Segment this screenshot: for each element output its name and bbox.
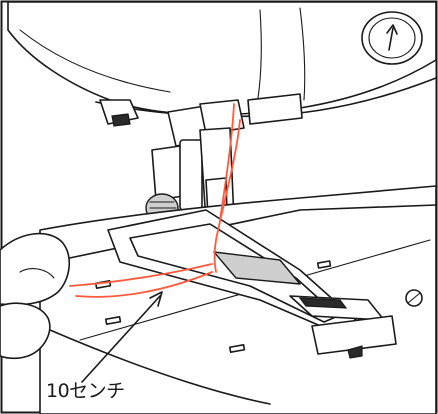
hand (0, 232, 70, 360)
thread (69, 103, 241, 298)
presser-foot (107, 209, 397, 359)
up-arrow-icon (386, 24, 398, 51)
measurement-callout-arrow (81, 291, 163, 383)
dial (361, 11, 423, 65)
measurement-label: 10センチ (46, 380, 125, 402)
machine-head (7, 1, 437, 118)
